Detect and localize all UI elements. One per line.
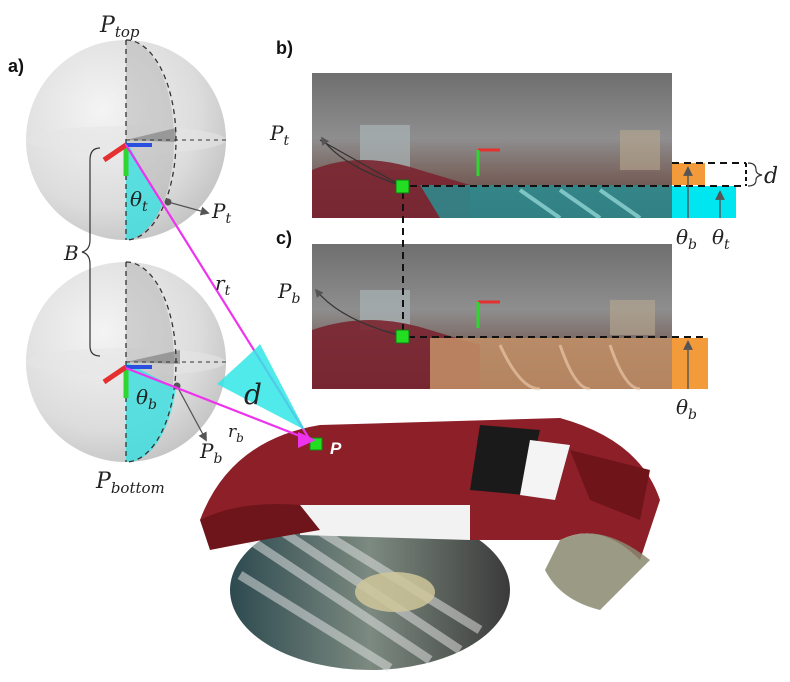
ray-rb <box>125 366 311 442</box>
theta-t-top-sub: t <box>724 237 730 253</box>
p-top-sub: top <box>115 23 140 41</box>
ray-arrowhead <box>298 432 316 448</box>
p-bottom-label: Pbottom <box>95 469 165 497</box>
d-brace <box>747 162 763 187</box>
theta-b-main: θ <box>136 385 148 409</box>
baseline-label: B <box>63 241 79 265</box>
panel-label-b: b) <box>276 38 293 58</box>
pb-sub: b <box>213 451 222 467</box>
p-top-main: P <box>99 13 116 38</box>
bottom-cyan-sector <box>126 362 176 463</box>
rb-sub: b <box>236 431 244 445</box>
theta-t-top-label: θt <box>712 225 730 253</box>
theta-t-sphere-label: θt <box>130 187 148 215</box>
pb-main: P <box>199 439 214 463</box>
theta-t-sub: t <box>142 199 148 215</box>
theta-b-top-label: θb <box>676 225 697 253</box>
theta-b-sphere-label: θb <box>136 385 157 413</box>
top-sphere <box>26 39 226 241</box>
pt-pano-main: P <box>269 121 284 145</box>
theta-b-sub: b <box>148 397 157 413</box>
theta-b-bottom-label: θb <box>676 395 697 423</box>
disparity-wedge <box>217 344 305 430</box>
pt-pano-sub: t <box>283 133 289 149</box>
p-bottom-sub: bottom <box>111 479 165 497</box>
pano-top-marker <box>395 179 410 194</box>
pt-main: P <box>211 199 226 223</box>
point-cloud-scene <box>200 418 660 672</box>
rt-label: rt <box>215 271 231 299</box>
p-top-label: Ptop <box>99 13 140 41</box>
rt-main: r <box>215 271 226 295</box>
baseline-bracket <box>81 147 101 357</box>
pb-pano-sub: b <box>291 291 300 307</box>
theta-t-main: θ <box>130 187 142 211</box>
bottom-sphere <box>26 261 226 463</box>
theta-b-top-sub: b <box>688 237 697 253</box>
disparity-wedge-label: d <box>244 378 262 411</box>
theta-b-bottom-sub: b <box>688 407 697 423</box>
pt-sub: t <box>225 211 231 227</box>
panel-label-a: a) <box>8 56 24 76</box>
top-cyan-sector <box>126 140 162 240</box>
panorama-bottom <box>312 244 708 391</box>
point-label: P <box>330 439 342 458</box>
theta-b-bottom-main: θ <box>676 395 688 419</box>
theta-t-top-main: θ <box>712 225 724 249</box>
d-brace-label: d <box>764 164 778 189</box>
panorama-top <box>312 73 736 220</box>
panel-label-c: c) <box>276 228 292 248</box>
rb-main: r <box>228 422 237 442</box>
pb-sphere-label: Pb <box>199 439 222 467</box>
rt-sub: t <box>225 283 231 299</box>
pt-sphere-label: Pt <box>211 199 231 227</box>
pb-pano-label: Pb <box>277 279 300 307</box>
rb-label: rb <box>228 422 244 445</box>
pt-pano-label: Pt <box>269 121 289 149</box>
pb-pano-main: P <box>277 279 292 303</box>
theta-b-top-main: θ <box>676 225 688 249</box>
pano-top-ray <box>319 139 403 187</box>
p-bottom-main: P <box>95 469 112 494</box>
pano-bottom-marker <box>395 329 410 344</box>
